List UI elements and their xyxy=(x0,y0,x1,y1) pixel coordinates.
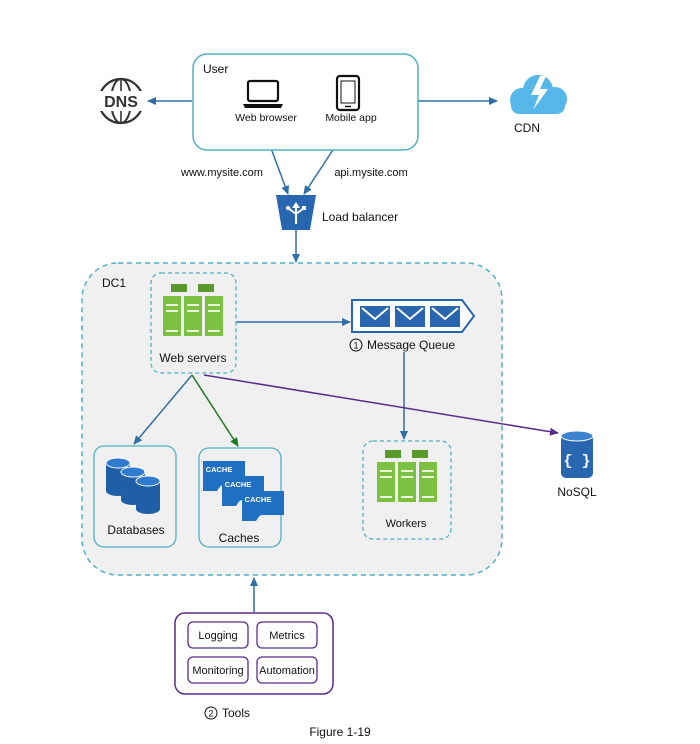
web-servers-label: Web servers xyxy=(159,351,226,365)
tool-metrics-label: Metrics xyxy=(269,630,305,642)
workers-label: Workers xyxy=(386,518,427,530)
connector-web-to-nosql xyxy=(203,374,559,436)
web-browser-label: Web browser xyxy=(235,112,297,124)
caches-icon: CACHE CACHE CACHE xyxy=(203,461,284,521)
tool-logging-box xyxy=(187,621,249,649)
cache-icon-text-2: CACHE xyxy=(225,480,252,489)
figure-caption: Figure 1-19 xyxy=(309,725,371,739)
tools-number-badge: 2 xyxy=(204,706,218,720)
nosql-database-icon: { } xyxy=(560,430,594,478)
workers-icon xyxy=(377,450,437,502)
message-queue-label: Message Queue xyxy=(367,338,455,352)
tools-label: Tools xyxy=(222,706,250,720)
dns-globe-icon: DNS xyxy=(95,77,147,125)
message-queue-icon xyxy=(351,299,476,333)
nosql-icon-text: { } xyxy=(563,453,590,470)
mobile-phone-icon xyxy=(335,74,361,112)
nosql-label: NoSQL xyxy=(557,485,597,499)
mobile-app-label: Mobile app xyxy=(325,112,377,124)
tool-automation-label: Automation xyxy=(259,665,315,677)
message-queue-number-badge: 1 xyxy=(349,338,363,352)
user-box xyxy=(192,53,419,151)
svg-text:1: 1 xyxy=(353,341,358,351)
tool-metrics-box xyxy=(256,621,318,649)
databases-label: Databases xyxy=(107,523,164,537)
connector-web-to-databases xyxy=(133,374,193,445)
tool-monitoring-box xyxy=(187,656,249,684)
cdn-label: CDN xyxy=(514,121,540,135)
user-box-title: User xyxy=(203,62,228,76)
dns-icon-text: DNS xyxy=(104,94,138,111)
api-url-label: api.mysite.com xyxy=(334,167,407,179)
connector-web-to-caches xyxy=(191,374,239,447)
svg-text:2: 2 xyxy=(208,709,213,719)
cdn-cloud-icon xyxy=(510,75,567,114)
tool-automation-box xyxy=(256,656,318,684)
cache-icon-text-1: CACHE xyxy=(206,465,233,474)
cache-icon-text-3: CACHE xyxy=(245,495,272,504)
load-balancer-label: Load balancer xyxy=(322,210,398,224)
tool-monitoring-label: Monitoring xyxy=(192,665,243,677)
laptop-icon xyxy=(243,79,283,108)
tool-logging-label: Logging xyxy=(198,630,237,642)
www-url-label: www.mysite.com xyxy=(180,167,263,179)
caches-label: Caches xyxy=(219,531,260,545)
dc1-title: DC1 xyxy=(102,276,126,290)
load-balancer-icon xyxy=(276,195,316,230)
web-servers-icon xyxy=(163,284,223,336)
